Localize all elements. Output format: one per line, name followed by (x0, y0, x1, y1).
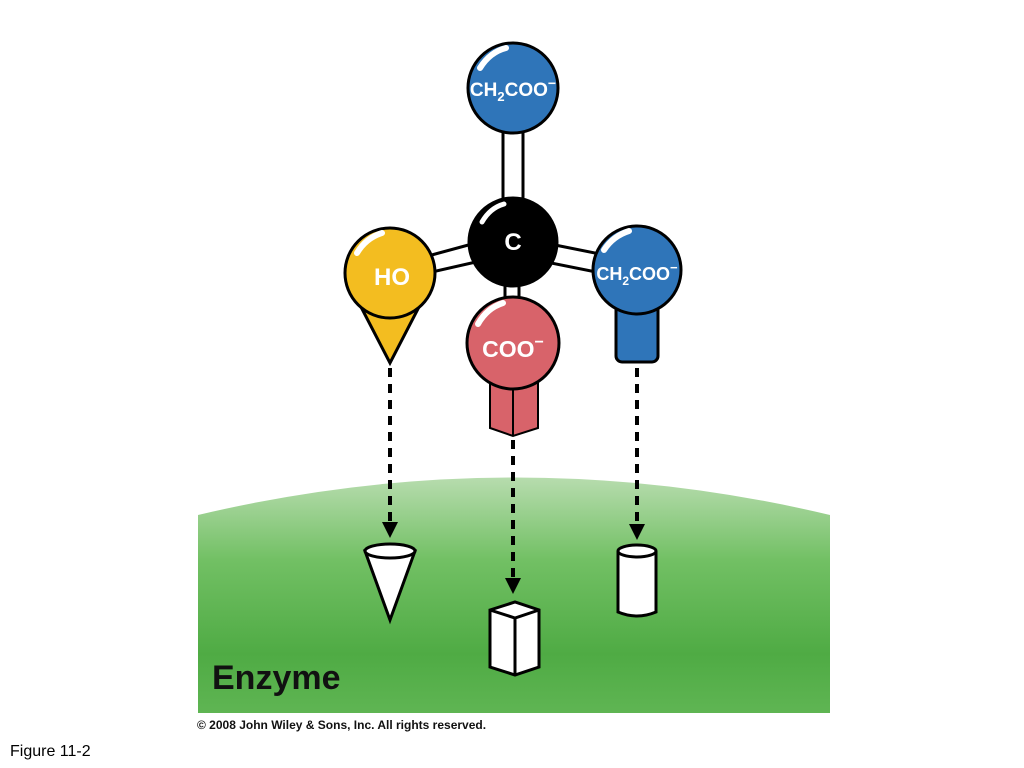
right-group-charge: − (670, 260, 678, 275)
central-carbon: C (467, 196, 559, 288)
copyright-notice: © 2008 John Wiley & Sons, Inc. All right… (197, 718, 487, 732)
hydroxyl-label: HO (374, 264, 410, 291)
right-group-coo: COO (629, 264, 670, 284)
figure-caption: Figure 11-2 (10, 743, 91, 760)
arrow-head-left (382, 522, 398, 538)
binding-site-cone (362, 542, 418, 625)
carboxyl-label: COO (482, 336, 534, 362)
right-group-sub: 2 (622, 274, 629, 288)
carbon-label: C (504, 229, 521, 256)
binding-arrows (388, 368, 639, 580)
hydroxyl-group: HO (343, 226, 437, 367)
top-group-coo: COO (505, 80, 548, 101)
top-group-ch: CH (470, 80, 497, 101)
binding-site-cylinder (616, 543, 658, 618)
enzyme-surface (198, 477, 830, 713)
arrow-head-right (629, 524, 645, 540)
right-group-ch: CH (596, 264, 622, 284)
svg-text:CH2COO−: CH2COO− (596, 260, 678, 288)
arrow-head-center (505, 578, 521, 594)
arrow-heads (382, 522, 645, 594)
top-group-sub: 2 (497, 89, 504, 104)
enzyme-label: Enzyme (212, 659, 341, 697)
top-ch2coo-group: CH2COO− (466, 41, 560, 135)
top-group-charge: − (548, 75, 556, 91)
carboxyl-charge: − (535, 334, 544, 351)
binding-site-box (488, 600, 541, 677)
right-ch2coo-group: CH2COO− (591, 224, 683, 364)
svg-text:CH2COO−: CH2COO− (470, 75, 556, 104)
carboxyl-group: COO− (465, 295, 561, 438)
svg-text:COO−: COO− (482, 334, 544, 362)
